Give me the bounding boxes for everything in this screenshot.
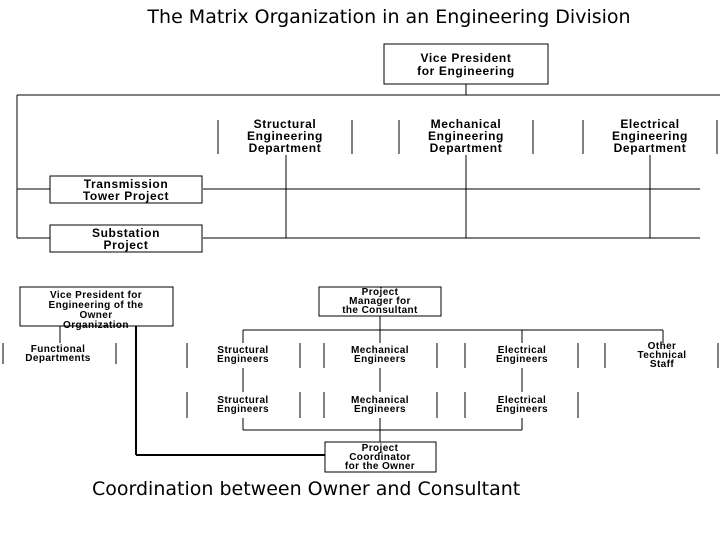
- owner-vp-line3: Owner: [79, 310, 112, 321]
- vp-engineering-box: Vice President for Engineering: [383, 43, 549, 85]
- electrical-upper-line2: Engineers: [496, 354, 548, 365]
- functional-line2: Departments: [25, 353, 91, 364]
- structural-lower-line2: Engineers: [217, 404, 269, 415]
- pm-line2: Manager for: [349, 296, 411, 307]
- substation-project-line2: Project: [104, 238, 149, 252]
- functional-line1: Functional: [31, 344, 86, 355]
- structural-upper-line2: Engineers: [217, 354, 269, 365]
- matrix-connectors: [16, 84, 720, 239]
- pm-line1: Project: [362, 287, 399, 298]
- electrical-lower-line2: Engineers: [496, 404, 548, 415]
- structural-lower-line1: Structural: [217, 395, 268, 406]
- mechanical-engineers-upper: Mechanical Engineers: [351, 345, 409, 365]
- tower-project-line1: Transmission: [84, 177, 169, 191]
- substation-project-box: Substation Project: [49, 224, 203, 253]
- electrical-dept-line2: Engineering: [612, 129, 688, 143]
- owner-vp-box: Vice President for Engineering of the Ow…: [19, 286, 174, 331]
- electrical-department: Electrical Engineering Department: [612, 117, 688, 155]
- structural-dept-line1: Structural: [254, 117, 317, 131]
- mechanical-engineers-lower: Mechanical Engineers: [351, 395, 409, 415]
- mechanical-dept-line2: Engineering: [428, 129, 504, 143]
- coordinator-line1: Project: [362, 443, 399, 454]
- owner-vp-line1: Vice President for: [50, 290, 142, 301]
- mechanical-lower-line2: Engineers: [354, 404, 406, 415]
- functional-departments: Functional Departments: [25, 344, 91, 364]
- other-staff-line2: Technical: [638, 350, 687, 361]
- mechanical-dept-line3: Department: [430, 141, 503, 155]
- mechanical-dept-line1: Mechanical: [431, 117, 502, 131]
- electrical-engineers-upper: Electrical Engineers: [496, 345, 548, 365]
- electrical-dept-line3: Department: [614, 141, 687, 155]
- electrical-engineers-lower: Electrical Engineers: [496, 395, 548, 415]
- other-technical-staff: Other Technical Staff: [638, 341, 687, 370]
- diagram-subtitle: Coordination between Owner and Consultan…: [92, 478, 521, 500]
- structural-upper-line1: Structural: [217, 345, 268, 356]
- structural-dept-line2: Engineering: [247, 129, 323, 143]
- pm-line3: the Consultant: [342, 305, 418, 316]
- tower-project-line2: Tower Project: [83, 189, 169, 203]
- electrical-dept-line1: Electrical: [620, 117, 679, 131]
- structural-dept-line3: Department: [249, 141, 322, 155]
- mechanical-department: Mechanical Engineering Department: [428, 117, 504, 155]
- owner-vp-line2: Engineering of the: [49, 300, 144, 311]
- mechanical-upper-line2: Engineers: [354, 354, 406, 365]
- electrical-upper-line1: Electrical: [498, 345, 546, 356]
- other-staff-line3: Staff: [650, 359, 674, 370]
- vp-engineering-line2: for Engineering: [417, 64, 515, 78]
- owner-vp-line4: Organization: [63, 320, 129, 331]
- structural-department: Structural Engineering Department: [247, 117, 323, 155]
- mechanical-lower-line1: Mechanical: [351, 395, 409, 406]
- electrical-lower-line1: Electrical: [498, 395, 546, 406]
- substation-project-line1: Substation: [92, 226, 160, 240]
- transmission-tower-project-box: Transmission Tower Project: [49, 175, 203, 204]
- project-manager-box: Project Manager for the Consultant: [318, 286, 442, 317]
- project-coordinator-box: Project Coordinator for the Owner: [324, 441, 437, 473]
- mechanical-upper-line1: Mechanical: [351, 345, 409, 356]
- structural-engineers-upper: Structural Engineers: [217, 345, 269, 365]
- vp-engineering-line1: Vice President: [421, 51, 512, 65]
- diagram-title: The Matrix Organization in an Engineerin…: [147, 6, 631, 28]
- other-staff-line1: Other: [648, 341, 677, 352]
- coordinator-line3: for the Owner: [345, 461, 415, 472]
- coordinator-line2: Coordinator: [349, 452, 411, 463]
- coordination-connectors: [2, 316, 719, 456]
- structural-engineers-lower: Structural Engineers: [217, 395, 269, 415]
